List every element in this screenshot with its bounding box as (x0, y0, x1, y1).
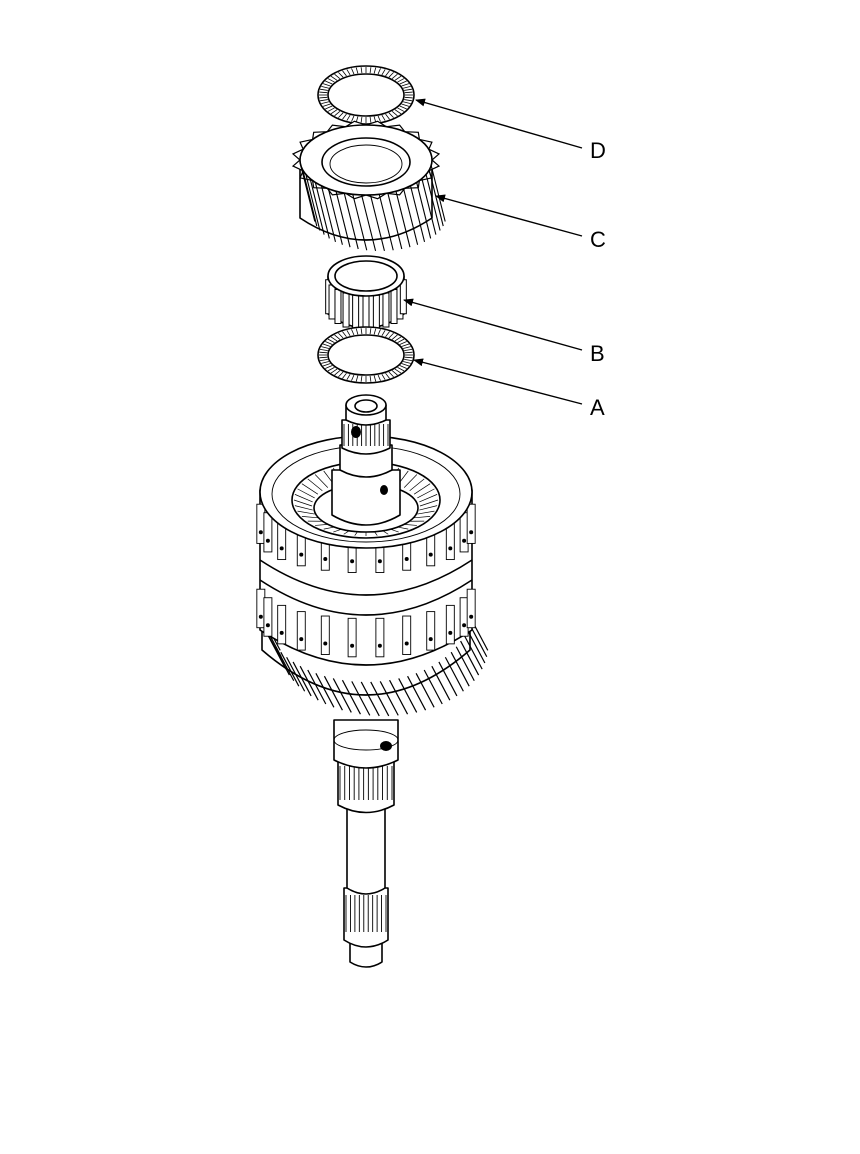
callout-b: B (403, 298, 605, 366)
callout-label-c: C (590, 227, 606, 252)
leader-line-d (415, 98, 583, 149)
callout-c: C (435, 194, 606, 252)
thrust-washer-upper (317, 65, 415, 125)
thrust-washer-lower (317, 326, 415, 384)
callout-label-d: D (590, 138, 606, 163)
leader-line-c (435, 194, 583, 237)
callout-d: D (415, 98, 606, 163)
callout-a: A (413, 358, 605, 420)
needle-bearing (325, 255, 407, 331)
callout-label-b: B (590, 341, 605, 366)
shaft-assembly (256, 394, 489, 968)
helical-gear (291, 120, 446, 252)
leader-line-b (403, 298, 583, 351)
callout-label-a: A (590, 395, 605, 420)
leader-line-a (413, 358, 583, 405)
